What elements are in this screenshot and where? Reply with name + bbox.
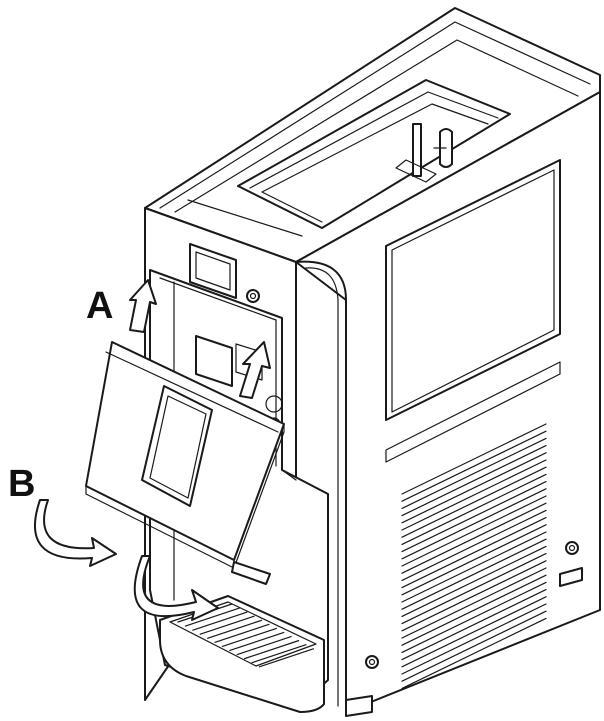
side-vent-grille bbox=[401, 423, 547, 690]
power-button bbox=[246, 289, 260, 303]
drip-tray-grill bbox=[177, 603, 314, 668]
label-b: B bbox=[8, 463, 35, 505]
machine-foot-right bbox=[559, 567, 583, 587]
machine-foot-front bbox=[345, 695, 373, 717]
rotate-arrow-b-lower bbox=[133, 555, 219, 621]
rotate-arrow-b-upper bbox=[34, 499, 117, 567]
mixer-spindle bbox=[395, 123, 453, 183]
side-strip bbox=[385, 361, 561, 463]
control-display bbox=[189, 243, 237, 299]
lift-arrow-a-left bbox=[129, 279, 157, 333]
cover-window bbox=[141, 385, 213, 507]
drip-tray bbox=[159, 595, 325, 713]
side-window bbox=[385, 159, 561, 421]
lift-arrow-a-right bbox=[239, 341, 271, 399]
internal-gear bbox=[195, 335, 283, 431]
label-a: A bbox=[86, 285, 113, 327]
hopper-opening bbox=[237, 79, 511, 229]
side-screw-bottom bbox=[365, 655, 379, 669]
cover-latch bbox=[231, 561, 271, 585]
side-screw-top bbox=[565, 541, 579, 555]
